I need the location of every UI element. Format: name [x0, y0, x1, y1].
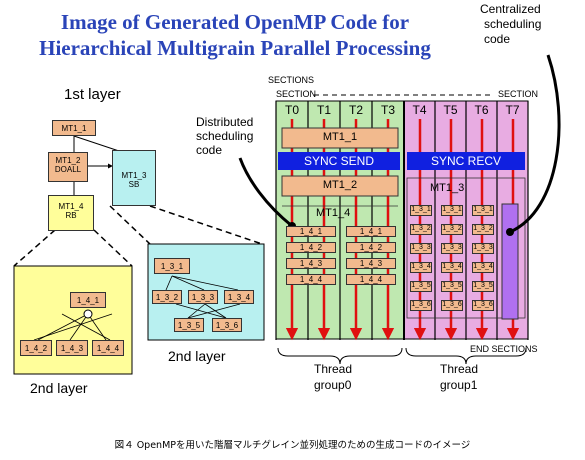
- centralized-label-3: code: [484, 32, 511, 46]
- centralized-label-2: scheduling: [484, 17, 542, 31]
- group1-block-r5c2: 1_3_5: [441, 281, 463, 292]
- layer2-right-node-5: 1_3_5: [174, 318, 204, 332]
- layer1-mt1-2: MT1_2 DOALL: [48, 152, 88, 182]
- mt1-2-bar: [281, 175, 399, 197]
- thread-label-t7: T7: [505, 103, 520, 117]
- group1-block-r3c2: 1_3_3: [441, 243, 463, 254]
- title-line-2: Hierarchical Multigrain Parallel Process…: [39, 36, 431, 60]
- first-layer-label: 1st layer: [64, 86, 121, 103]
- layer1-mt1-2-line1: MT1_2: [55, 156, 81, 165]
- group1-label-2: group1: [440, 378, 478, 392]
- layer1-mt1-4: MT1_4 RB: [48, 195, 94, 231]
- group1-block-r5c3: 1_3_5: [472, 281, 494, 292]
- thread-label-t4: T4: [412, 103, 427, 117]
- group0-label-1: Thread: [314, 362, 353, 376]
- layer2-right-node-3: 1_3_3: [188, 290, 218, 304]
- second-layer-right-label: 2nd layer: [168, 348, 226, 364]
- mt1-1-label: MT1_1: [322, 131, 358, 143]
- sections-label: SECTIONS: [268, 75, 315, 85]
- group1-block-r5c1: 1_3_5: [410, 281, 432, 292]
- mt1-3-label: MT1_3: [430, 182, 465, 194]
- distributed-label-1: Distributed: [196, 115, 254, 129]
- title-line-1: Image of Generated OpenMP Code for: [60, 10, 410, 34]
- group1-block-r4c2: 1_3_4: [441, 262, 463, 273]
- thread-label-t2: T2: [348, 103, 363, 117]
- mt1-4-label: MT1_4: [316, 207, 351, 219]
- distributed-label-2: scheduling: [196, 129, 254, 143]
- distributed-label-3: code: [196, 143, 223, 157]
- mt1-3-container: [406, 177, 526, 319]
- layer1-mt1-2-line2: DOALL: [54, 165, 82, 175]
- layer2-left-node-3: 1_4_4: [92, 340, 124, 356]
- group1-block-r2c1: 1_3_2: [410, 224, 432, 235]
- layer2-left-top: 1_4_1: [70, 292, 106, 308]
- centralized-label-1: Centralized: [480, 2, 541, 16]
- layer2-right-node-2: 1_3_2: [152, 290, 182, 304]
- mt1-1-bar: [281, 127, 399, 149]
- layer2-right-node-6: 1_3_6: [212, 318, 242, 332]
- group1-block-r4c1: 1_3_4: [410, 262, 432, 273]
- group1-block-r2c3: 1_3_2: [472, 224, 494, 235]
- group1-block-r3c3: 1_3_3: [472, 243, 494, 254]
- group0-block-a4: 1_4_4: [286, 274, 336, 285]
- thread-label-t5: T5: [443, 103, 458, 117]
- layer2-left-node-1: 1_4_2: [20, 340, 52, 356]
- sync-send-label: SYNC SEND: [303, 154, 374, 168]
- centralized-scheduler-bar: [501, 203, 519, 320]
- layer2-right-node-4: 1_3_4: [224, 290, 254, 304]
- group0-block-b1: 1_4_1: [346, 226, 396, 237]
- thread-label-t0: T0: [284, 103, 299, 117]
- distributed-pointer: [238, 157, 293, 228]
- layer1-mt1-4-line2: RB: [65, 211, 77, 221]
- thread-label-t6: T6: [474, 103, 489, 117]
- sync-send-bar: [278, 152, 400, 170]
- section-label-left: SECTION: [276, 89, 317, 99]
- layer1-mt1-3: MT1_3 SB: [112, 150, 156, 206]
- mt1-2-label: MT1_2: [322, 179, 358, 191]
- group0-block-b3: 1_4_3: [346, 258, 396, 269]
- group0-brace: [277, 347, 403, 365]
- group1-block-r1c1: 1_3_1: [410, 205, 432, 216]
- group1-label-1: Thread: [440, 362, 479, 376]
- group1-block-r4c3: 1_3_4: [472, 262, 494, 273]
- thread-header-row: T0 T1 T2 T3 T4 T5 T6 T7: [276, 103, 528, 119]
- group0-block-b4: 1_4_4: [346, 274, 396, 285]
- group1-block-r2c2: 1_3_2: [441, 224, 463, 235]
- group1-block-r6c3: 1_3_6: [472, 300, 494, 311]
- group0-block-b2: 1_4_2: [346, 242, 396, 253]
- sync-recv-label: SYNC RECV: [430, 154, 501, 168]
- figure-caption: 図４ OpenMPを用いた階層マルチグレイン並列処理のための生成コードのイメージ: [114, 440, 471, 451]
- end-sections-label: END SECTIONS: [470, 344, 538, 354]
- group0-block-a2: 1_4_2: [286, 242, 336, 253]
- section-label-right: SECTION: [498, 89, 539, 99]
- sync-recv-bar: [407, 152, 525, 170]
- group1-block-r6c2: 1_3_6: [441, 300, 463, 311]
- layer1-mt1-3-line1: MT1_3: [121, 171, 147, 180]
- layer1-mt1-4-line1: MT1_4: [58, 202, 84, 211]
- layer2-left-node-2: 1_4_3: [56, 340, 88, 356]
- group1-brace: [405, 347, 527, 365]
- group0-block-a1: 1_4_1: [286, 226, 336, 237]
- layer1-mt1-3-line2: SB: [128, 180, 140, 190]
- layer2-right-node-1: 1_3_1: [154, 258, 190, 274]
- layer1-mt1-1: MT1_1: [52, 120, 96, 136]
- thread-label-t1: T1: [316, 103, 331, 117]
- group1-block-r1c2: 1_3_1: [441, 205, 463, 216]
- group1-block-r6c1: 1_3_6: [410, 300, 432, 311]
- second-layer-left-label: 2nd layer: [30, 380, 88, 396]
- thread-label-t3: T3: [380, 103, 395, 117]
- group0-label-2: group0: [314, 378, 352, 392]
- group1-block-r1c3: 1_3_1: [472, 205, 494, 216]
- group0-block-a3: 1_4_3: [286, 258, 336, 269]
- group1-block-r3c1: 1_3_3: [410, 243, 432, 254]
- centralized-pointer: [509, 54, 561, 234]
